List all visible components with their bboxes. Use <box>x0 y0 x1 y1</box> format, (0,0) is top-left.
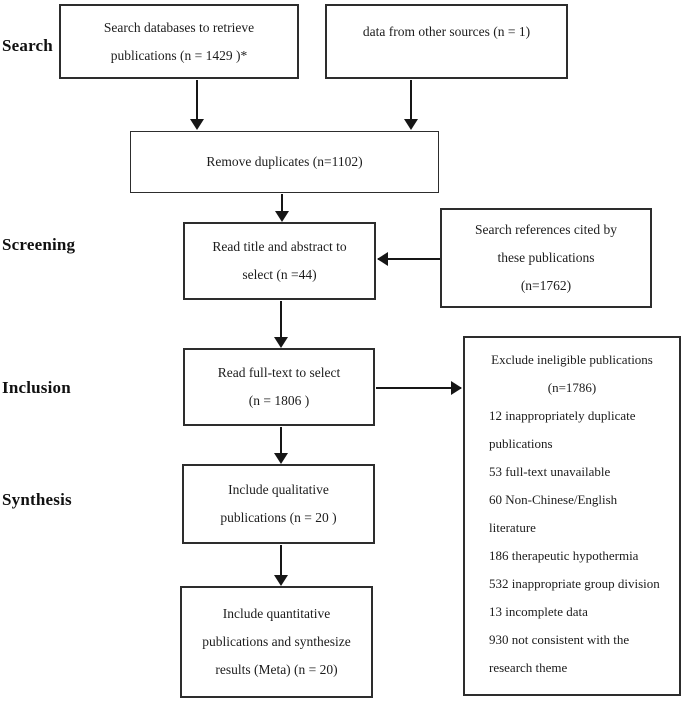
box-line: publications (n = 20 ) <box>220 510 337 525</box>
box-line: Read full-text to select <box>217 365 341 380</box>
arrow-databases-to-duplicates <box>190 80 204 130</box>
exclude-reason-line: publications <box>489 436 553 451</box>
arrow-references-to-title-abstract <box>377 252 440 266</box>
arrow-duplicates-to-title-abstract <box>275 194 289 222</box>
exclude-title-line: (n=1786) <box>547 380 597 395</box>
arrow-title-abstract-to-full-text <box>274 301 288 348</box>
exclude-reason-line: 13 incomplete data <box>489 604 588 619</box>
stage-label-screening: Screening <box>2 235 76 254</box>
exclude-reason-line: 53 full-text unavailable <box>489 464 611 479</box>
box-remove-duplicates: Remove duplicates (n=1102) <box>130 131 439 193</box>
box-line: (n = 1806 ) <box>248 393 310 408</box>
exclude-reason-line: literature <box>489 520 536 535</box>
stage-label-search: Search <box>2 36 53 55</box>
exclude-title-line: Exclude ineligible publications <box>491 352 653 367</box>
exclude-reason-line: 930 not consistent with the <box>489 632 630 647</box>
box-include-quantitative: Include quantitative publications and sy… <box>180 586 373 698</box>
box-line: Include quantitative <box>222 606 331 621</box>
box-read-full-text: Read full-text to select (n = 1806 ) <box>183 348 375 426</box>
box-line: Include qualitative <box>228 482 329 497</box>
box-line: publications (n = 1429 )* <box>110 47 248 63</box>
box-read-title-abstract: Read title and abstract to select (n =44… <box>183 222 376 300</box>
stage-label-inclusion: Inclusion <box>2 378 71 397</box>
box-line: these publications <box>497 250 595 265</box>
box-line: Search references cited by <box>474 222 618 237</box>
arrow-full-text-to-qualitative <box>274 427 288 464</box>
box-line: Search databases to retrieve <box>103 19 255 35</box>
box-other-sources: data from other sources (n = 1) <box>325 4 568 79</box>
box-search-databases: Search databases to retrieve publication… <box>59 4 299 79</box>
arrow-qualitative-to-quantitative <box>274 545 288 586</box>
exclude-reason-line: 60 Non-Chinese/English <box>489 492 618 507</box>
box-line: Remove duplicates (n=1102) <box>206 154 363 169</box>
exclude-reason-line: 186 therapeutic hypothermia <box>489 548 639 563</box>
box-line: Read title and abstract to <box>212 239 347 254</box>
arrow-full-text-to-exclude <box>376 381 462 395</box>
exclude-reason-line: 12 inappropriately duplicate <box>489 408 636 423</box>
box-include-qualitative: Include qualitative publications (n = 20… <box>182 464 375 544</box>
box-line: publications and synthesize <box>202 634 351 649</box>
box-exclude-ineligible: Exclude ineligible publications (n=1786)… <box>463 336 681 696</box>
exclude-reason-line: research theme <box>489 660 568 675</box>
exclude-reason-line: 532 inappropriate group division <box>489 576 660 591</box>
box-line: select (n =44) <box>242 267 317 282</box>
box-line: results (Meta) (n = 20) <box>215 662 338 677</box>
box-search-references: Search references cited by these publica… <box>440 208 652 308</box>
stage-label-synthesis: Synthesis <box>2 490 72 509</box>
arrow-other-sources-to-duplicates <box>404 80 418 130</box>
box-line: (n=1762) <box>520 278 572 293</box>
box-line: data from other sources (n = 1) <box>362 24 531 39</box>
